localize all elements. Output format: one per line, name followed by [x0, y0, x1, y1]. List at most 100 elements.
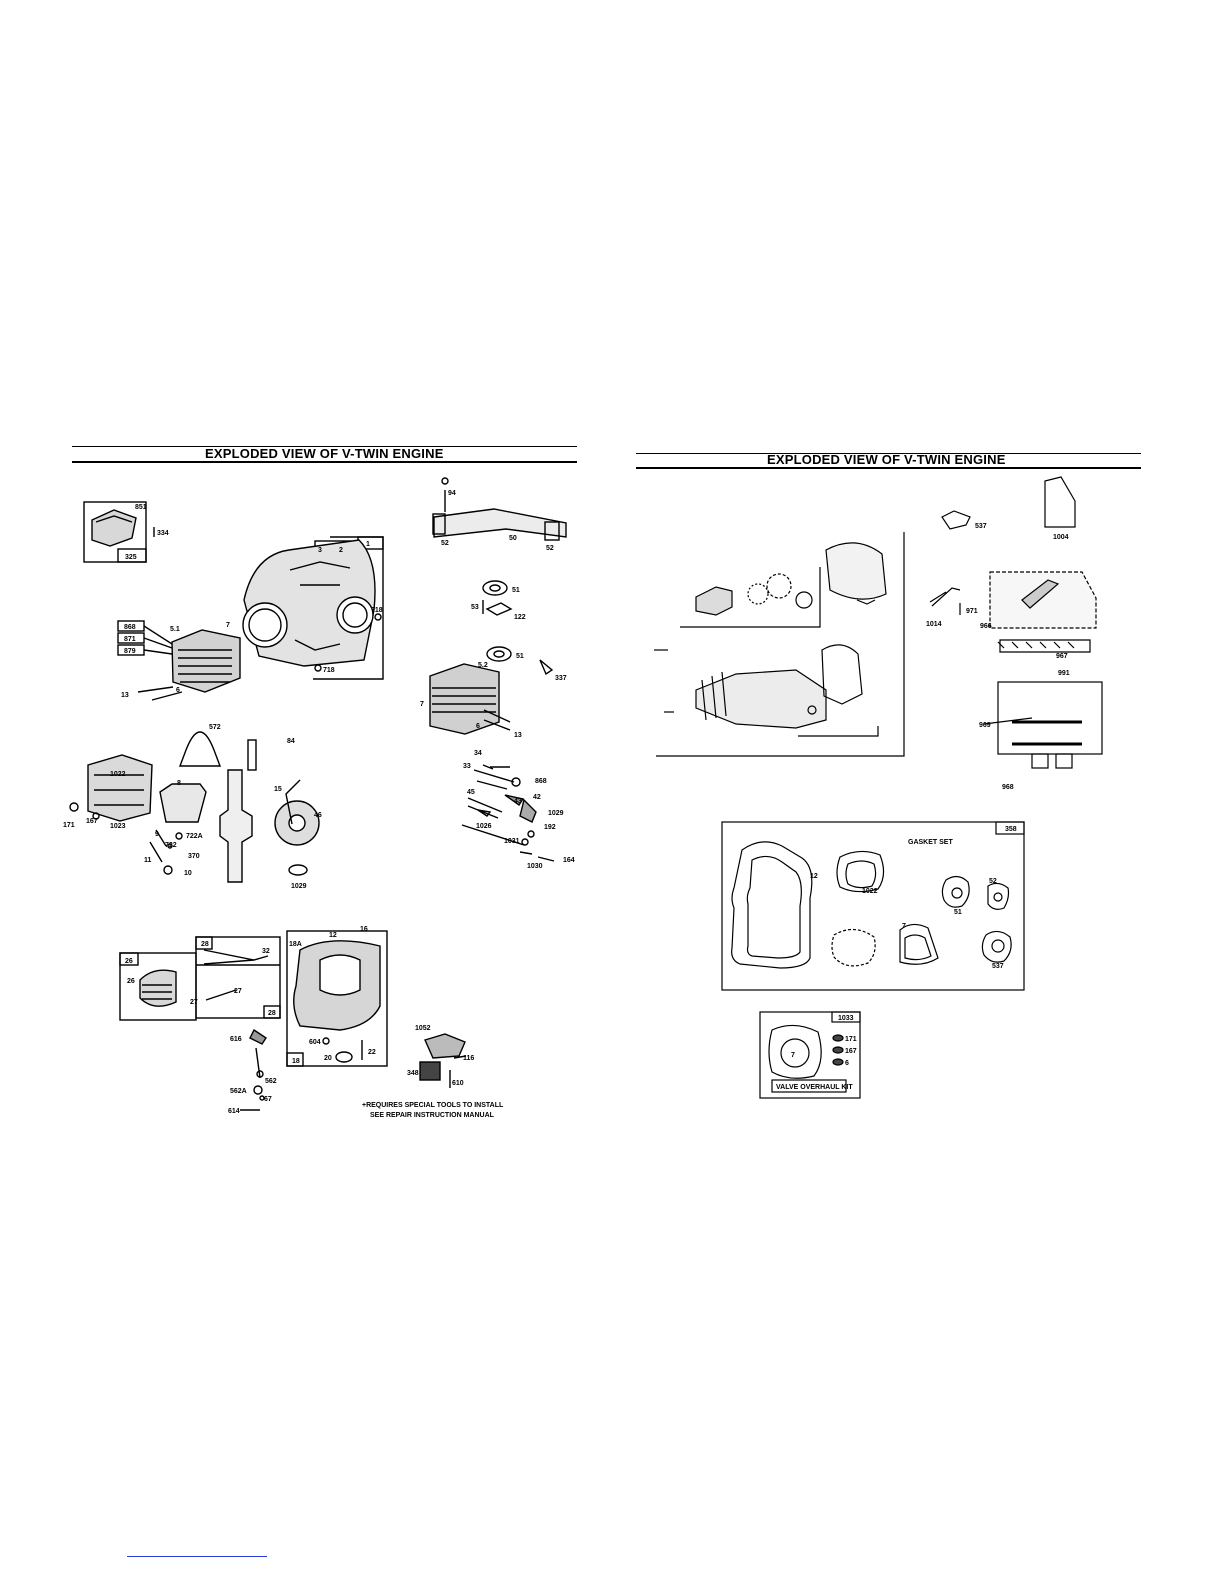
callout-358: 358	[1005, 826, 1017, 833]
callout-718-a: 718	[371, 607, 383, 614]
callout-22: 22	[368, 1049, 376, 1056]
callout-1023: 1023	[110, 823, 126, 830]
callout-26-a: 26	[125, 958, 133, 965]
callout-7-b: 7	[420, 701, 424, 708]
callout-537-a: 537	[975, 523, 987, 530]
callout-325: 325	[125, 554, 137, 561]
callout-52-b: 52	[546, 545, 554, 552]
left-top-rule	[72, 446, 577, 447]
callout-12: 12	[329, 932, 337, 939]
callout-334: 334	[157, 530, 169, 537]
callout-26-b: 26	[127, 978, 135, 985]
gasket-12	[731, 841, 813, 969]
left-exploded-diagram: 851 334 325 3 2 1 718 718 868 871 879 5.…	[63, 477, 575, 1115]
callout-6-a: 6	[176, 687, 180, 694]
callout-1033: 1033	[838, 1015, 854, 1022]
callout-43: 43	[514, 798, 522, 805]
left-page: EXPLODED VIEW OF V-TWIN ENGINE	[63, 446, 577, 1119]
callout-610: 610	[452, 1080, 464, 1087]
valve-kit-box	[759, 1011, 861, 1099]
callout-562a: 562A	[230, 1088, 247, 1095]
callout-562: 562	[265, 1078, 277, 1085]
callout-28-b: 28	[268, 1010, 276, 1017]
part-box-16	[286, 930, 388, 1067]
callout-868-b: 868	[535, 778, 547, 785]
right-title-rule	[636, 467, 1141, 469]
callout-g12: 12	[810, 873, 818, 880]
callout-34: 34	[474, 750, 482, 757]
callout-1004: 1004	[1053, 534, 1069, 541]
gasket-52	[987, 882, 1010, 910]
callout-94: 94	[448, 490, 456, 497]
callout-966: 966	[980, 623, 992, 630]
callout-32: 32	[262, 948, 270, 955]
callout-616: 616	[230, 1036, 242, 1043]
callout-20: 20	[324, 1055, 332, 1062]
gasket-51	[941, 875, 970, 908]
callout-722a: 722A	[186, 833, 203, 840]
gasket-set-box	[721, 821, 1025, 991]
callout-2: 2	[339, 547, 343, 554]
callout-718-b: 718	[323, 667, 335, 674]
special-tools-note-line2: SEE REPAIR INSTRUCTION MANUAL	[370, 1112, 494, 1119]
callout-13-b: 13	[514, 732, 522, 739]
callout-1029-b: 1029	[291, 883, 307, 890]
callout-7-a: 7	[226, 622, 230, 629]
gasket-7	[899, 923, 939, 965]
callout-50: 50	[509, 535, 517, 542]
callout-v167: 167	[845, 1048, 857, 1055]
callout-46: 46	[314, 812, 322, 819]
callout-171: 171	[63, 822, 75, 829]
callout-51-a: 51	[512, 587, 520, 594]
callout-1030: 1030	[527, 863, 543, 870]
left-title-rule	[72, 461, 577, 463]
callout-67: 67	[264, 1096, 272, 1103]
callout-5-2: 5.2	[478, 662, 488, 669]
callout-28: 28	[201, 941, 209, 948]
valve-kit-label: VALVE OVERHAUL KIT	[776, 1084, 853, 1091]
callout-10: 10	[184, 870, 192, 877]
bottom-link-underline	[127, 1556, 267, 1557]
callout-53: 53	[471, 604, 479, 611]
callout-851: 851	[135, 504, 147, 511]
callout-1052: 1052	[415, 1025, 431, 1032]
callout-v171: 171	[845, 1036, 857, 1043]
callout-971: 971	[966, 608, 978, 615]
callout-879: 879	[124, 648, 136, 655]
callout-348: 348	[407, 1070, 419, 1077]
callout-991: 991	[1058, 670, 1070, 677]
callout-g1022: 1022	[862, 888, 878, 895]
callout-116: 116	[463, 1055, 474, 1062]
callout-v6: 6	[845, 1060, 849, 1067]
callout-122: 122	[514, 614, 526, 621]
gasket-537	[981, 930, 1012, 963]
callout-g51: 51	[954, 909, 962, 916]
callout-42: 42	[533, 794, 541, 801]
callout-9: 9	[155, 831, 159, 838]
callout-3: 3	[318, 547, 322, 554]
part-box-1	[313, 536, 384, 680]
callout-v7: 7	[791, 1052, 795, 1059]
callout-969: 969	[979, 722, 991, 729]
callout-614: 614	[228, 1108, 240, 1115]
callout-84: 84	[287, 738, 295, 745]
callout-13-a: 13	[121, 692, 129, 699]
callout-g7: 7	[902, 923, 906, 930]
callout-27-b: 27	[190, 999, 198, 1006]
callout-337: 337	[555, 675, 567, 682]
callout-g537: 537	[992, 963, 1004, 970]
callout-18a: 18A	[289, 941, 302, 948]
callout-27-a: 27	[234, 988, 242, 995]
callout-1029: 1029	[548, 810, 564, 817]
callout-1: 1	[366, 541, 370, 548]
callout-967: 967	[1056, 653, 1068, 660]
gasket-round	[831, 928, 876, 967]
part-box-325	[83, 501, 147, 563]
callout-11: 11	[144, 857, 152, 864]
starter-group-frame	[656, 532, 905, 757]
callout-722: 722	[165, 842, 177, 849]
callout-370: 370	[188, 853, 200, 860]
callout-604: 604	[309, 1039, 321, 1046]
callout-164: 164	[563, 857, 575, 864]
callout-1026: 1026	[476, 823, 492, 830]
